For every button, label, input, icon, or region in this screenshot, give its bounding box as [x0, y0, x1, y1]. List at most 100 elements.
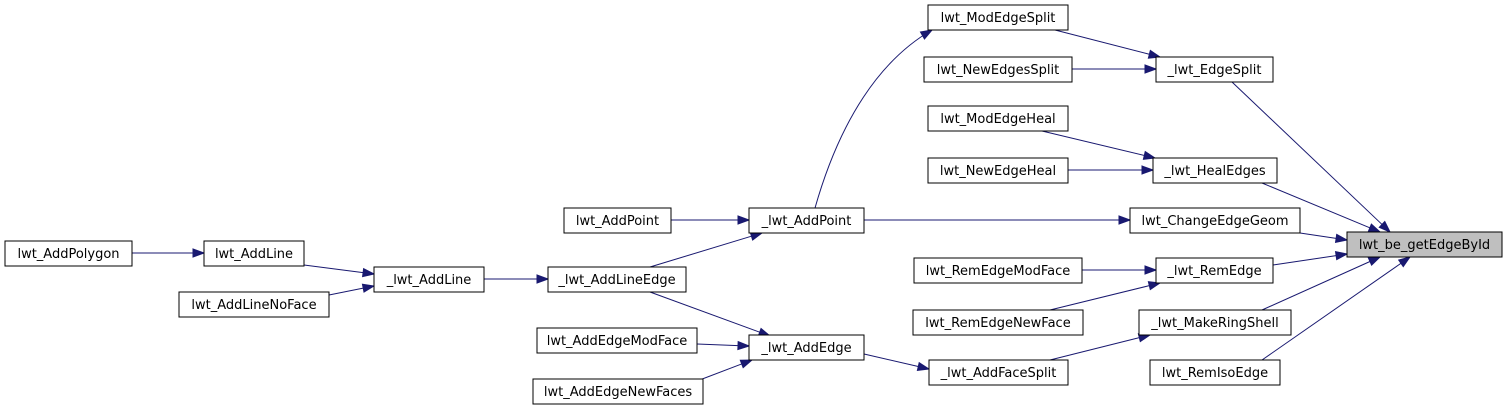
- node-u-lwt-healedges[interactable]: _lwt_HealEdges: [1152, 157, 1278, 184]
- edge-u-lwt-edgesplit-to-lwt-be-getedgebyid: [1231, 81, 1392, 234]
- edge-u-lwt-addedge-to-u-lwt-addfacesplit: [863, 353, 931, 372]
- edge-lwt-remedgemodface-to-u-lwt-remedge: [1082, 265, 1158, 275]
- node-label: lwt_AddPolygon: [17, 247, 119, 262]
- node-label: _lwt_AddLineEdge: [557, 273, 675, 288]
- node-box: [203, 240, 305, 267]
- node-box: [1149, 359, 1281, 386]
- arrowhead: [737, 340, 751, 351]
- node-box: [1155, 56, 1274, 83]
- node-lwt-changeedgegeom[interactable]: lwt_ChangeEdgeGeom: [1129, 207, 1301, 234]
- node-box: [547, 266, 687, 293]
- arrowhead: [1147, 281, 1162, 291]
- node-box: [1129, 207, 1301, 234]
- node-label: lwt_NewEdgesSplit: [937, 63, 1060, 78]
- arrowhead: [737, 215, 751, 225]
- node-u-lwt-addlineedge[interactable]: _lwt_AddLineEdge: [547, 266, 687, 293]
- node-label: _lwt_AddFaceSplit: [940, 366, 1057, 381]
- node-box: [927, 4, 1069, 31]
- arrowhead: [361, 283, 376, 293]
- edge-lwt-changeedgegeom-to-lwt-be-getedgebyid: [1299, 232, 1349, 243]
- node-label: lwt_ChangeEdgeGeom: [1141, 214, 1288, 229]
- edge-lwt-addpoint-to-u-lwt-addpoint: [671, 215, 751, 225]
- node-lwt-newedgessplit[interactable]: lwt_NewEdgesSplit: [923, 56, 1073, 83]
- node-label: _lwt_HealEdges: [1163, 164, 1265, 179]
- node-label: _lwt_MakeRingShell: [1150, 316, 1278, 331]
- node-lwt-addpolygon[interactable]: lwt_AddPolygon: [4, 240, 133, 267]
- node-u-lwt-addpoint[interactable]: _lwt_AddPoint: [748, 207, 865, 234]
- node-u-lwt-addedge[interactable]: _lwt_AddEdge: [748, 334, 865, 361]
- edge-lwt-addlinenoface-to-u-lwt-addline: [328, 283, 376, 296]
- node-box: [532, 378, 704, 405]
- arrowhead: [1118, 215, 1132, 225]
- node-lwt-be-getedgebyid: lwt_be_getEdgeById: [1346, 231, 1503, 258]
- node-box: [1138, 309, 1292, 336]
- edge-u-lwt-remedge-to-lwt-be-getedgebyid: [1272, 251, 1349, 266]
- node-box: [1152, 157, 1278, 184]
- node-lwt-modedgeheal[interactable]: lwt_ModEdgeHeal: [927, 105, 1069, 132]
- node-u-lwt-remedge[interactable]: _lwt_RemEdge: [1155, 257, 1274, 284]
- node-label: lwt_AddEdgeModFace: [547, 334, 688, 349]
- arrowhead: [1397, 256, 1412, 268]
- edge-u-lwt-addlineedge-to-u-lwt-addpoint: [649, 231, 764, 268]
- node-label: lwt_NewEdgeHeal: [940, 164, 1056, 179]
- node-lwt-addedgenewfaces[interactable]: lwt_AddEdgeNewFaces: [532, 378, 704, 405]
- node-lwt-remisoedge[interactable]: lwt_RemIsoEdge: [1149, 359, 1281, 386]
- node-lwt-remedgenewface[interactable]: lwt_RemEdgeNewFace: [912, 309, 1084, 336]
- node-label: lwt_RemIsoEdge: [1162, 366, 1268, 381]
- arrowhead: [1367, 256, 1382, 267]
- node-box: [928, 359, 1069, 386]
- node-box: [178, 291, 330, 318]
- node-u-lwt-makeringshell[interactable]: _lwt_MakeRingShell: [1138, 309, 1292, 336]
- edge-lwt-modedgesplit-to-u-lwt-edgesplit: [1054, 29, 1162, 59]
- arrowhead: [1144, 265, 1158, 275]
- edge-lwt-newedgeheal-to-u-lwt-healedges: [1068, 165, 1155, 175]
- arrowhead: [1367, 223, 1382, 233]
- arrowhead: [192, 248, 206, 258]
- arrowhead: [1378, 220, 1392, 234]
- edge-lwt-addedgemodface-to-u-lwt-addedge: [696, 340, 751, 351]
- node-label: lwt_AddEdgeNewFaces: [544, 385, 692, 400]
- edge-lwt-addedgenewfaces-to-u-lwt-addedge: [696, 359, 754, 382]
- node-label: lwt_be_getEdgeById: [1359, 238, 1490, 253]
- node-label: lwt_AddLine: [215, 247, 293, 262]
- node-lwt-modedgesplit[interactable]: lwt_ModEdgeSplit: [927, 4, 1069, 31]
- node-lwt-addline[interactable]: lwt_AddLine: [203, 240, 305, 267]
- node-box: [1346, 231, 1503, 258]
- edge-u-lwt-addpoint-to-lwt-modedgesplit: [814, 29, 934, 209]
- arrowhead: [1334, 251, 1349, 261]
- edge-u-lwt-addpoint-to-lwt-changeedgegeom: [864, 215, 1132, 225]
- arrowhead: [1147, 49, 1162, 59]
- node-lwt-newedgeheal[interactable]: lwt_NewEdgeHeal: [927, 157, 1069, 184]
- arrowhead: [916, 361, 931, 372]
- node-box: [927, 105, 1069, 132]
- node-box: [4, 240, 133, 267]
- node-box: [923, 56, 1073, 83]
- edge-lwt-newedgessplit-to-u-lwt-edgesplit: [1072, 64, 1158, 74]
- arrowhead: [1141, 165, 1155, 175]
- edge-u-lwt-addline-to-u-lwt-addlineedge: [484, 274, 550, 284]
- node-box: [748, 334, 865, 361]
- node-u-lwt-edgesplit[interactable]: _lwt_EdgeSplit: [1155, 56, 1274, 83]
- arrowhead: [536, 274, 550, 284]
- node-label: _lwt_AddEdge: [760, 341, 851, 356]
- node-label: lwt_AddPoint: [576, 214, 659, 229]
- edge-lwt-modedgeheal-to-u-lwt-healedges: [1041, 130, 1157, 160]
- node-box: [748, 207, 865, 234]
- node-u-lwt-addfacesplit[interactable]: _lwt_AddFaceSplit: [928, 359, 1069, 386]
- node-u-lwt-addline[interactable]: _lwt_AddLine: [373, 266, 485, 293]
- edge-u-lwt-makeringshell-to-lwt-be-getedgebyid: [1261, 256, 1382, 311]
- node-label: lwt_ModEdgeHeal: [940, 112, 1055, 127]
- node-lwt-remedgemodface[interactable]: lwt_RemEdgeModFace: [913, 257, 1083, 284]
- node-label: _lwt_AddLine: [386, 273, 472, 288]
- node-box: [373, 266, 485, 293]
- node-label: lwt_RemEdgeModFace: [926, 264, 1071, 279]
- node-lwt-addlinenoface[interactable]: lwt_AddLineNoFace: [178, 291, 330, 318]
- node-lwt-addpoint[interactable]: lwt_AddPoint: [563, 207, 672, 234]
- arrowhead: [749, 231, 764, 241]
- node-box: [536, 327, 698, 354]
- nodes-layer: lwt_be_getEdgeById lwt_ModEdgeSplit lwt_Ne…: [4, 4, 1503, 405]
- node-lwt-addedgemodface[interactable]: lwt_AddEdgeModFace: [536, 327, 698, 354]
- edge-u-lwt-addfacesplit-to-u-lwt-makeringshell: [1049, 333, 1152, 361]
- node-label: lwt_ModEdgeSplit: [941, 11, 1056, 26]
